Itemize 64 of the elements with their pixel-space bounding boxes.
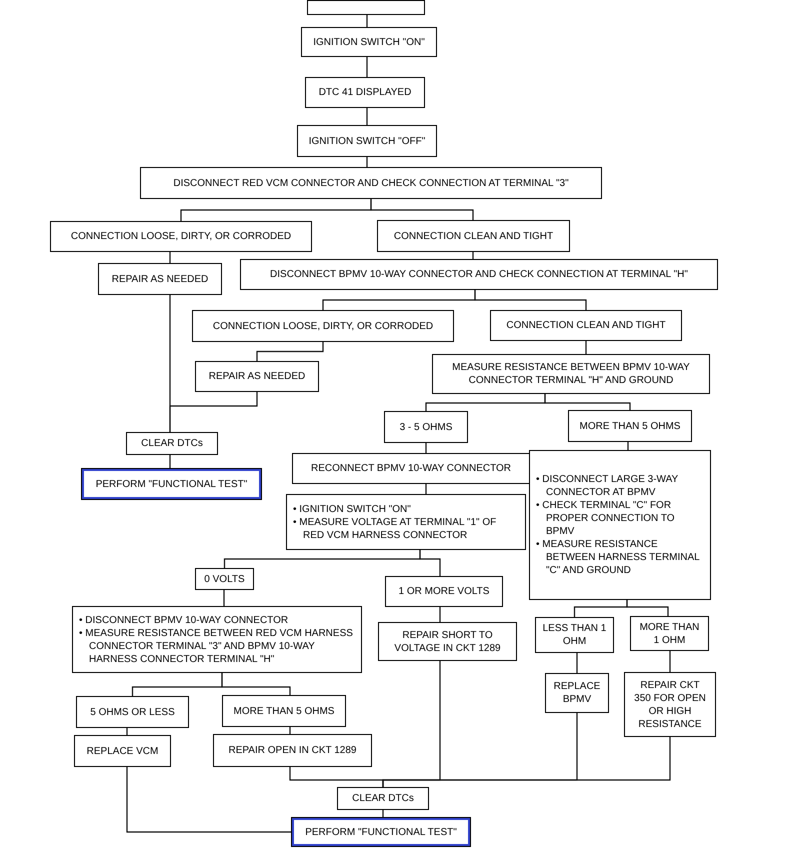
bullet-text: • MEASURE VOLTAGE AT TERMINAL "1" OF RED VCM HARNESS CONNECTOR: [293, 516, 498, 542]
process-box: REPAIR AS NEEDED: [195, 361, 319, 392]
connector-line: [382, 737, 671, 787]
process-box: MORE THAN 1 OHM: [630, 616, 709, 651]
connector-line: [169, 392, 258, 432]
process-box: [529, 450, 711, 600]
connector-line: [439, 607, 441, 622]
connector-line: [126, 767, 292, 833]
process-box: IGNITION SWITCH "OFF": [297, 125, 437, 157]
connector-line: [419, 550, 441, 576]
connector-line: [169, 455, 171, 469]
connector-line: [366, 157, 368, 167]
process-box: MORE THAN 5 OHMS: [222, 695, 346, 727]
process-box: 5 OHMS OR LESS: [76, 696, 189, 728]
process-box: DISCONNECT BPMV 10-WAY CONNECTOR AND CHECK CONNECTION AT TERMINAL "H": [240, 259, 718, 290]
process-box: LESS THAN 1 OHM: [535, 617, 614, 653]
bullet-text: • MEASURE RESISTANCE BETWEEN HARNESS TERMINAL "C" AND GROUND: [536, 538, 700, 577]
bullet-text: • CHECK TERMINAL "C" FOR PROPER CONNECTION TO BPMV: [536, 499, 676, 538]
process-box: CLEAR DTCs: [337, 787, 429, 810]
process-box: CONNECTION LOOSE, DIRTY, OR CORRODED: [50, 221, 312, 252]
connector-line: [370, 199, 474, 220]
process-box: 1 OR MORE VOLTS: [385, 576, 503, 607]
connector-line: [425, 484, 427, 494]
process-box: MEASURE RESISTANCE BETWEEN BPMV 10-WAY CONNECTOR TERMINAL "H" AND GROUND: [432, 354, 710, 394]
connector-line: [669, 651, 671, 672]
connector-line: [223, 590, 225, 606]
process-box: [286, 494, 526, 550]
connector-line: [474, 290, 587, 310]
connector-line: [366, 108, 368, 125]
bullet-text: • MEASURE RESISTANCE BETWEEN RED VCM HARNESS CONNECTOR TERMINAL "3" AND BPMV 10-WAY HARNESS CONNECTOR TERMINAL "H": [79, 626, 354, 666]
process-box: PERFORM "FUNCTIONAL TEST": [82, 469, 261, 499]
bullet-text: • IGNITION SWITCH "ON": [293, 502, 412, 516]
connector-line: [169, 252, 171, 263]
connector-line: [425, 443, 427, 453]
process-box: CONNECTION CLEAN AND TIGHT: [490, 310, 682, 341]
process-box: 3 - 5 OHMS: [384, 411, 468, 443]
bullet-text: • DISCONNECT BPMV 10-WAY CONNECTOR: [79, 614, 290, 626]
empty-box: [307, 0, 425, 15]
process-box: REPLACE BPMV: [545, 673, 609, 713]
connector-line: [366, 15, 368, 27]
bullet-text: • DISCONNECT LARGE 3-WAY CONNECTOR AT BPMV: [536, 473, 680, 499]
process-box: REPAIR AS NEEDED: [98, 263, 222, 295]
process-box: REPAIR SHORT TO VOLTAGE IN CKT 1289: [378, 622, 517, 661]
process-box: RECONNECT BPMV 10-WAY CONNECTOR: [292, 453, 530, 484]
connector-line: [221, 673, 291, 695]
process-box: REPAIR OPEN IN CKT 1289: [213, 734, 372, 767]
process-box: CONNECTION CLEAN AND TIGHT: [377, 220, 570, 252]
connector-line: [366, 57, 368, 77]
process-box: IGNITION SWITCH "ON": [301, 27, 437, 57]
process-box: REPLACE VCM: [74, 735, 171, 767]
connector-line: [544, 394, 631, 410]
connector-line: [626, 600, 669, 616]
process-box: DTC 41 DISPLAYED: [305, 77, 425, 108]
process-box: 0 VOLTS: [195, 568, 254, 590]
connector-line: [256, 342, 324, 361]
process-box: CONNECTION LOOSE, DIRTY, OR CORRODED: [192, 310, 454, 342]
process-box: [72, 606, 362, 673]
connector-line: [576, 653, 578, 673]
process-box: PERFORM "FUNCTIONAL TEST": [292, 818, 470, 846]
process-box: REPAIR CKT 350 FOR OPEN OR HIGH RESISTANCE: [624, 672, 716, 737]
process-box: CLEAR DTCs: [126, 432, 218, 455]
connector-line: [585, 341, 587, 354]
process-box: MORE THAN 5 OHMS: [568, 410, 692, 442]
process-box: DISCONNECT RED VCM CONNECTOR AND CHECK CONNECTION AT TERMINAL "3": [140, 167, 602, 199]
